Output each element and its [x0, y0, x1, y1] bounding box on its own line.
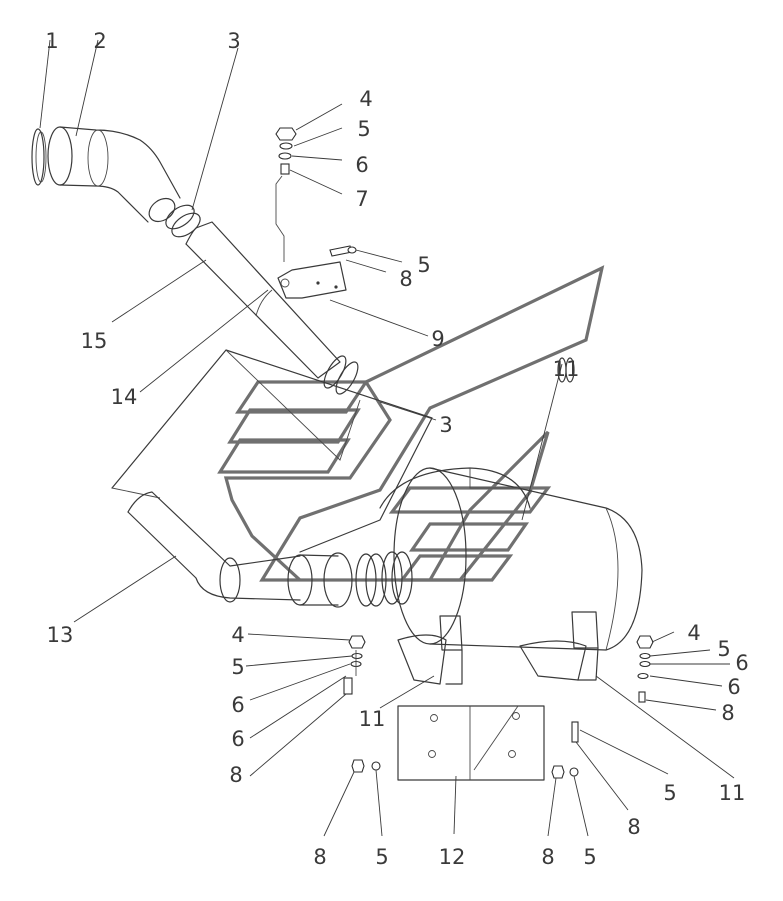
watermark-logo: [217, 265, 605, 582]
part-3-upper-clamp: [165, 204, 201, 238]
callout-5-bottom-right: 5: [583, 845, 596, 869]
part-2-elbow-hose: [47, 126, 181, 223]
saddle-brackets: [397, 611, 599, 685]
callout-6-top: 6: [355, 153, 368, 177]
callout-7: 7: [355, 187, 368, 211]
callout-2: 2: [93, 29, 106, 53]
callout-11-top: 11: [553, 357, 580, 381]
hardware-left-stack: [343, 635, 366, 695]
filter-canister: [379, 467, 643, 651]
part-11-canister-clamps: [355, 357, 575, 607]
part-3-lower-clamp: [323, 355, 359, 395]
callout-11-left: 11: [359, 707, 386, 731]
callout-5-top: 5: [357, 117, 370, 141]
part-1-clamp-ring: [31, 128, 47, 186]
callout-4-left: 4: [231, 623, 244, 647]
callout-3-upper: 3: [227, 29, 240, 53]
callout-6-right-a: 6: [735, 651, 748, 675]
callout-8-base-right: 8: [627, 815, 640, 839]
part-13-outlet-tube: [127, 491, 353, 608]
hardware-bracket-bolt: [329, 245, 357, 257]
callout-3-lower: 3: [439, 413, 452, 437]
callout-6-right-b: 6: [727, 675, 740, 699]
callout-9: 9: [431, 327, 444, 351]
callout-4-top: 4: [359, 87, 372, 111]
callout-8-bottom-right: 8: [541, 845, 554, 869]
hardware-right-stack: [636, 635, 654, 703]
callout-5-bottom-left: 5: [375, 845, 388, 869]
callout-5-right: 5: [717, 637, 730, 661]
callout-11-right: 11: [719, 781, 746, 805]
part-14-filter-housing: [111, 349, 433, 553]
callout-13: 13: [47, 623, 74, 647]
callout-8-bottom-left: 8: [313, 845, 326, 869]
callout-8-left: 8: [229, 763, 242, 787]
part-9-bracket: [255, 175, 347, 317]
callout-6-left-b: 6: [231, 727, 244, 751]
callout-8-bracket: 8: [399, 267, 412, 291]
callout-5-bracket: 5: [417, 253, 430, 277]
callout-5-base-right: 5: [663, 781, 676, 805]
callout-1: 1: [45, 29, 58, 53]
hardware-base-bolts: [351, 721, 579, 779]
callout-6-left-a: 6: [231, 693, 244, 717]
callout-15: 15: [81, 329, 108, 353]
hardware-top-stack: [275, 127, 297, 175]
part-15-intake-tube: [185, 221, 341, 379]
callout-labels: 1 2 3 4 5 6 7 5 8 15 9 14 11 3 13 4 5 6 …: [45, 29, 748, 869]
callout-12: 12: [439, 845, 466, 869]
callout-4-right: 4: [687, 621, 700, 645]
callout-14: 14: [111, 385, 138, 409]
callout-5-left: 5: [231, 655, 244, 679]
callout-8-right: 8: [721, 701, 734, 725]
leader-lines: [39, 39, 735, 837]
part-12-base-plate: [397, 705, 545, 781]
